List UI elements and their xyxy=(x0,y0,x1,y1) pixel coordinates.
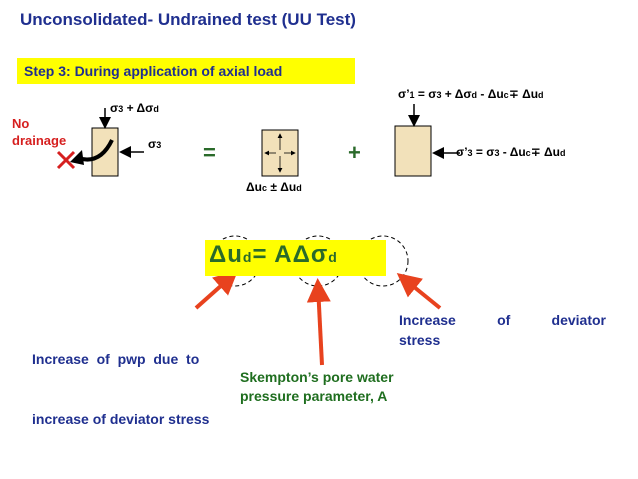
pore-pressure-label: Δuc ± Δud xyxy=(246,180,302,194)
plus-sign: + xyxy=(348,140,361,165)
equals-sign: = xyxy=(203,140,216,165)
annotation-pwp-increase: Increase of pwp due to increase of devia… xyxy=(32,351,210,427)
main-equation-highlight xyxy=(205,240,386,276)
sigma1-effective-equation: σ’1 = σ3 + Δσd - Δuc∓ Δud xyxy=(398,87,544,101)
annotation-skempton: Skempton’s pore water pressure parameter… xyxy=(240,369,394,404)
red-x-line2 xyxy=(56,150,76,170)
left-side-stress: σ3 xyxy=(148,137,162,151)
right-soil-sample xyxy=(394,125,432,177)
page-title: Unconsolidated- Undrained test (UU Test) xyxy=(20,10,356,29)
sigma3-effective-equation: σ’3 = σ3 - Δuc∓ Δud xyxy=(456,145,566,159)
drainage-arrowhead xyxy=(70,150,84,165)
left-top-stress: σ3 + Δσd xyxy=(110,101,159,115)
arrow-to-parameter-a xyxy=(306,278,331,366)
main-equation: Δud= AΔσd xyxy=(209,241,338,268)
no-drainage-label: No drainage xyxy=(12,116,67,148)
annotation-deviator-increase: Increase of deviator stress xyxy=(399,312,606,348)
arrow-to-delta-sigma xyxy=(396,272,442,310)
step-label: Step 3: During application of axial load xyxy=(17,58,355,84)
arrow-to-delta-ud xyxy=(194,270,238,310)
